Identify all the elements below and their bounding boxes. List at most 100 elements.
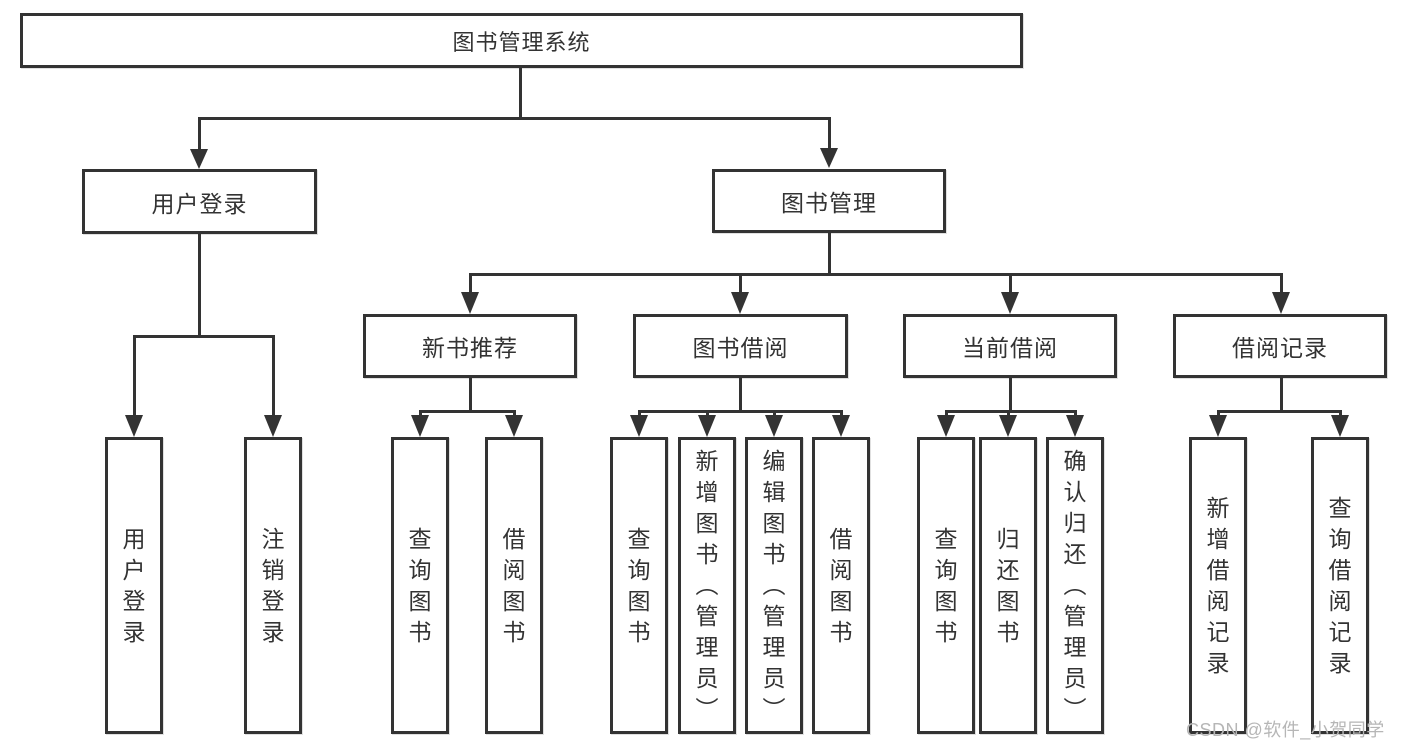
node-book-management: 图书管理 <box>712 169 946 233</box>
leaf-label-char: ︶ <box>1063 696 1087 722</box>
arrowhead-new-books <box>461 292 479 314</box>
leaf-label-char: 理 <box>762 634 786 660</box>
connector-drop-leaf-login <box>133 335 136 419</box>
arrowhead-leaf <box>832 415 850 437</box>
connector-borrow-records-trunk <box>1280 378 1283 411</box>
leaf-label-char: 图 <box>996 587 1020 614</box>
leaf-label-char: 增 <box>1206 525 1230 552</box>
connector-drop <box>840 410 843 419</box>
arrowhead-leaf <box>698 415 716 437</box>
leaf-label-char: 阅 <box>829 556 853 583</box>
arrowhead-leaf <box>1066 415 1084 437</box>
connector-drop-current-borrow <box>1009 273 1012 295</box>
node-new-book-recommendation: 新书推荐 <box>363 314 577 378</box>
node-label: 图书管理系统 <box>452 29 591 55</box>
connector-drop-leaf-logout <box>272 335 275 419</box>
arrowhead-leaf <box>630 415 648 437</box>
leaf-label-char: 理 <box>1063 634 1087 660</box>
leaf-label-char: 员 <box>695 665 719 691</box>
connector-drop <box>1339 410 1342 419</box>
connector-borrow-records-rail <box>1217 410 1342 413</box>
leaf-label-char: 查 <box>1328 494 1352 521</box>
leaf-label-char: 增 <box>695 479 719 505</box>
leaf-label-char: 查 <box>627 525 651 552</box>
connector-new-books-trunk <box>469 378 472 411</box>
leaf-label-char: 记 <box>1206 618 1230 645</box>
arrowhead-current-borrow <box>1001 292 1019 314</box>
leaf-label-char: 图 <box>762 510 786 536</box>
leaf-label-char: 借 <box>829 525 853 552</box>
connector-drop <box>1074 410 1077 419</box>
connector-drop <box>419 410 422 419</box>
leaf-label-char: 员 <box>1063 665 1087 691</box>
node-label: 用户登录 <box>151 190 248 217</box>
connector-drop <box>1007 410 1010 419</box>
leaf-query-borrow-record: 查询借阅记录 <box>1311 437 1369 734</box>
connector-drop <box>638 410 641 419</box>
leaf-label-char: ︵ <box>695 572 719 598</box>
connector-drop-user-login <box>198 117 201 151</box>
connector-book-borrow-trunk <box>739 378 742 411</box>
connector-current-borrow-trunk <box>1009 378 1012 411</box>
leaf-label-char: 归 <box>1063 510 1087 536</box>
arrowhead-leaf <box>1331 415 1349 437</box>
leaf-label-char: ︶ <box>695 696 719 722</box>
arrowhead-book-borrow <box>731 292 749 314</box>
node-label: 借阅记录 <box>1232 335 1328 361</box>
leaf-label-char: 记 <box>1328 618 1352 645</box>
connector-drop <box>706 410 709 419</box>
arrowhead-leaf <box>765 415 783 437</box>
leaf-label-char: 理 <box>695 634 719 660</box>
leaf-label-char: 销 <box>261 556 285 583</box>
node-user-login: 用户登录 <box>82 169 317 234</box>
leaf-label-char: 图 <box>695 510 719 536</box>
arrowhead-book-mgmt <box>820 148 838 168</box>
leaf-label-char: 阅 <box>1206 587 1230 614</box>
node-library-management-system: 图书管理系统 <box>20 13 1023 68</box>
leaf-label-char: 还 <box>996 556 1020 583</box>
connector-drop <box>945 410 948 419</box>
arrowhead-leaf <box>999 415 1017 437</box>
leaf-query-books-borrow: 查询图书 <box>610 437 668 734</box>
leaf-add-books-admin: 新增图书︵管理员︶ <box>678 437 736 734</box>
arrowhead-borrow-records <box>1272 292 1290 314</box>
leaf-query-books-recommend: 查询图书 <box>391 437 449 734</box>
leaf-label-char: 查 <box>934 525 958 552</box>
leaf-borrow-books-recommend: 借阅图书 <box>485 437 543 734</box>
leaf-label-char: 录 <box>122 618 146 645</box>
leaf-add-borrow-record: 新增借阅记录 <box>1189 437 1247 734</box>
connector-book-borrow-rail <box>638 410 843 413</box>
leaf-label-char: 认 <box>1063 479 1087 505</box>
leaf-label-char: 新 <box>695 448 719 474</box>
leaf-query-books-current: 查询图书 <box>917 437 975 734</box>
leaf-label-char: 书 <box>502 618 526 645</box>
connector-drop-book-mgmt <box>828 117 831 151</box>
leaf-borrow-books: 借阅图书 <box>812 437 870 734</box>
node-label: 图书借阅 <box>692 335 789 361</box>
leaf-label-char: 编 <box>762 448 786 474</box>
connector-drop <box>513 410 516 419</box>
leaf-label-char: 还 <box>1063 541 1087 567</box>
leaf-label-char: 书 <box>829 618 853 645</box>
connector-drop-new-books <box>469 273 472 295</box>
leaf-label-char: 阅 <box>1328 587 1352 614</box>
connector-root-trunk <box>519 68 522 118</box>
leaf-label-char: 新 <box>1206 494 1230 521</box>
connector-level3-rail <box>469 273 1283 276</box>
arrowhead-leaf <box>1209 415 1227 437</box>
leaf-label-char: 询 <box>627 556 651 583</box>
leaf-label-char: 图 <box>829 587 853 614</box>
leaf-label-char: 管 <box>762 603 786 629</box>
connector-level2-rail <box>198 117 831 120</box>
leaf-label-char: 阅 <box>502 556 526 583</box>
connector-drop-borrow-records <box>1280 273 1283 295</box>
leaf-label-char: 户 <box>122 556 146 583</box>
arrowhead-leaf <box>411 415 429 437</box>
leaf-label-char: 录 <box>261 618 285 645</box>
leaf-label-char: ︶ <box>762 696 786 722</box>
leaf-logout: 注销登录 <box>244 437 302 734</box>
leaf-label-char: 图 <box>502 587 526 614</box>
leaf-confirm-return-admin: 确认归还︵管理员︶ <box>1046 437 1104 734</box>
node-label: 新书推荐 <box>422 335 518 361</box>
leaf-label-char: 登 <box>261 587 285 614</box>
